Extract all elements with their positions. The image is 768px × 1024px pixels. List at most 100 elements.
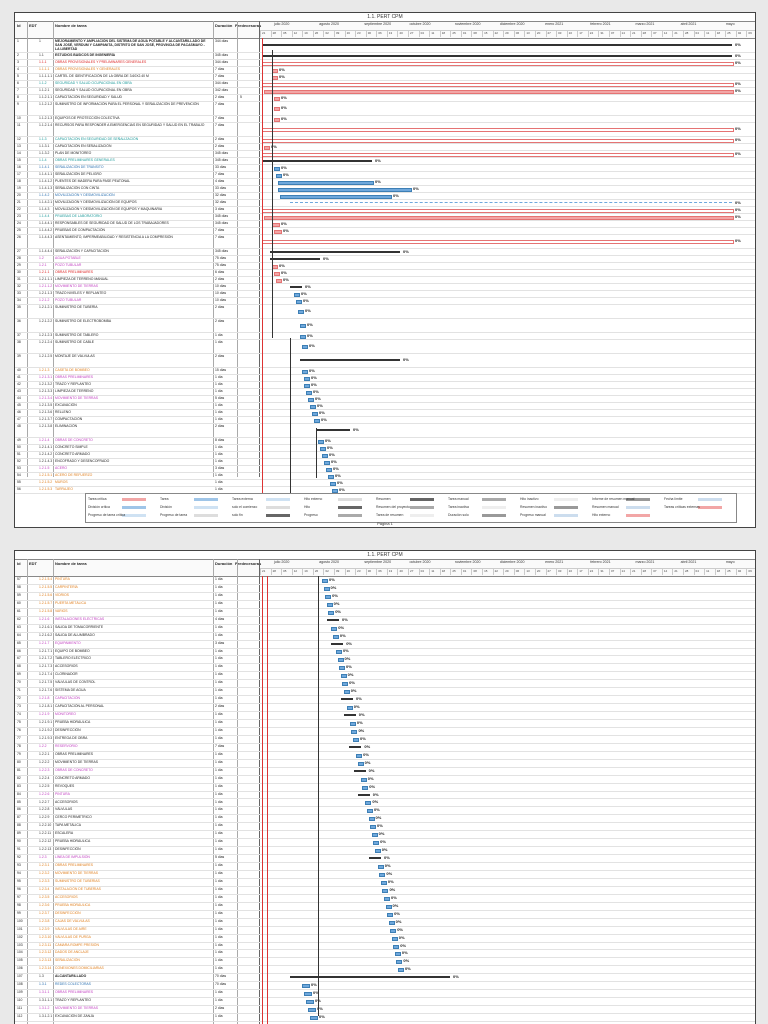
week-label: 04 (693, 569, 705, 575)
task-id: 26 (17, 235, 21, 239)
week-label: 13 (524, 31, 535, 37)
month-label: marzo 2021 (635, 560, 655, 564)
gantt-bar (353, 737, 359, 742)
task-wbs: 1.2.1.1 (39, 270, 50, 274)
task-name: PRUEBA HIDRÁULICA (55, 839, 91, 844)
gantt-bar (380, 880, 387, 885)
progress-label: 0% (349, 680, 355, 686)
gantt-bar (339, 666, 346, 671)
progress-label: 0% (303, 297, 309, 303)
gantt-bar (302, 369, 308, 374)
task-wbs: 1.2.1.7.6 (39, 688, 53, 693)
month-label: abril 2021 (680, 560, 697, 564)
week-label: 04 (693, 31, 705, 37)
progress-label: 0% (358, 712, 365, 718)
week-label: 29 (503, 31, 514, 37)
gantt-bar (262, 128, 734, 132)
legend-item: Progreso manual (520, 513, 546, 517)
task-id: 13 (17, 144, 21, 148)
task-name: PLAN DE MONITOREO (55, 151, 92, 155)
task-duration: 70 días (215, 974, 227, 979)
gantt-bar (316, 429, 350, 431)
progress-label: 0% (392, 902, 399, 908)
week-label: 13 (386, 569, 398, 575)
week-label: 21 (630, 569, 641, 575)
gantt-bar (341, 698, 353, 701)
progress-label: 0% (403, 357, 409, 362)
task-wbs: 1.2.1.3.2 (39, 382, 53, 386)
week-label: 27 (408, 31, 419, 37)
task-name: OBRAS PRELIMINARES (55, 270, 94, 274)
task-wbs: 1.1.2 (39, 81, 47, 85)
gantt-bar (332, 488, 338, 493)
grid-divider (237, 21, 238, 477)
task-id: 75 (17, 720, 21, 725)
progress-label: 0% (393, 192, 399, 198)
task-name: MEJORAMIENTO Y AMPLIACIÓN DEL SISTEMA DE… (55, 39, 206, 51)
task-wbs: 1.2.1.5.6 (39, 592, 53, 597)
task-duration: 1 día (215, 600, 223, 605)
legend-item: División crítica (88, 505, 110, 509)
task-id: 47 (17, 417, 21, 421)
task-id: 25 (17, 228, 21, 232)
week-label: 18 (439, 31, 451, 37)
task-wbs: 1.2.2.7 (39, 799, 50, 804)
task-id: 66 (17, 648, 21, 653)
task-duration: 33 días (215, 165, 227, 169)
task-wbs: 1.2.1.6.2 (39, 632, 53, 637)
task-id: 22 (17, 207, 21, 211)
task-duration: 2 días (215, 137, 225, 141)
legend-item: Fecha límite (664, 497, 683, 501)
task-duration: 1 día (215, 950, 223, 955)
gantt-bar (353, 769, 366, 772)
gantt-bar (365, 801, 372, 806)
task-wbs: 1.2.3.14 (39, 966, 52, 971)
progress-label: 0% (309, 367, 315, 373)
task-duration: 7 días (215, 67, 225, 71)
col-name-header: Nombre de tarea (55, 561, 87, 566)
task-name: PRUEBAS DE COMPACTACIÓN (55, 228, 105, 232)
col-edt-header: EDT (29, 23, 37, 28)
week-label: 12 (291, 569, 303, 575)
task-id: 9 (17, 102, 19, 106)
task-wbs: 1.2.1.5.7 (39, 600, 53, 605)
progress-label: 0% (375, 157, 381, 163)
progress-label: 0% (391, 894, 397, 900)
progress-label: 0% (353, 704, 360, 710)
task-duration: 1 día (215, 767, 223, 772)
task-duration: 7 días (215, 235, 225, 239)
week-label: 09 (746, 569, 755, 575)
gantt-bar (356, 753, 363, 758)
task-wbs: 1.2.1.4.2 (39, 452, 53, 456)
gantt-bar (294, 292, 300, 297)
week-label: 11 (704, 569, 715, 575)
task-wbs: 1.1.4.2 (39, 193, 50, 197)
gantt-bar (290, 201, 732, 203)
task-name: CARTEL DE IDENTIFICACIÓN DE LA OBRA DE 3… (55, 74, 149, 78)
week-label: 10 (566, 569, 578, 575)
task-id: 99 (17, 910, 21, 915)
task-duration: 1 día (215, 847, 223, 852)
task-id: 20 (17, 193, 21, 197)
week-label: 01 (460, 569, 472, 575)
task-wbs: 1.1.3.1 (39, 144, 50, 148)
task-id: 36 (17, 319, 21, 323)
task-name: VARIOS (55, 608, 68, 613)
task-id: 29 (17, 263, 21, 267)
progress-label: 0% (329, 576, 335, 582)
task-wbs: 1.2.1.5.5 (39, 584, 53, 589)
task-name: SUMINISTRO DE INFORMACIÓN PARA EL PERSON… (55, 102, 199, 106)
task-name: EXCAVACIÓN DE ZANJA (55, 1014, 95, 1019)
task-name: CAPACITACIÓN (55, 696, 80, 701)
task-id: 16 (17, 165, 21, 169)
